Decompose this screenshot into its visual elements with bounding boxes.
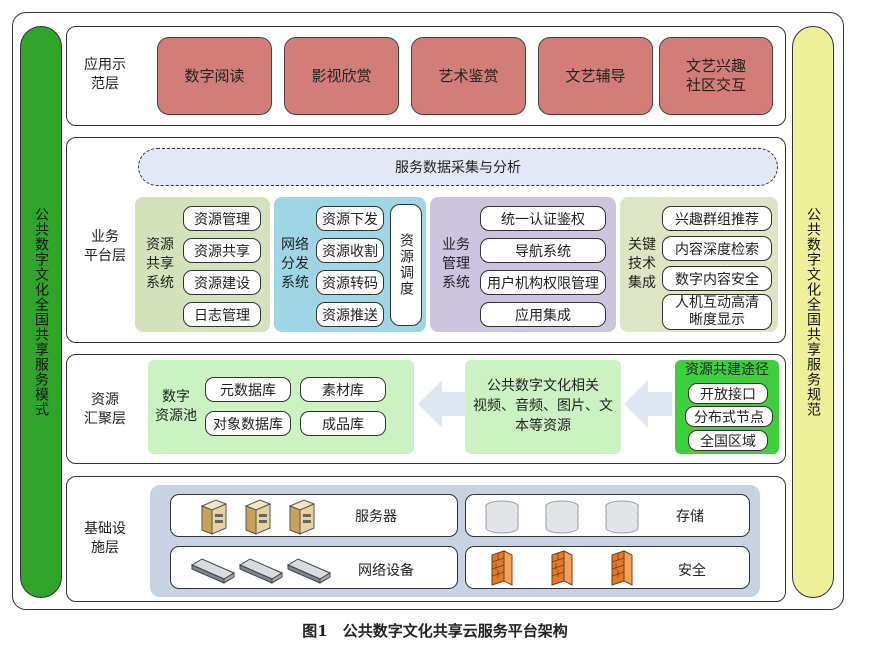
storage-disk-icon [605,500,639,534]
server-icon [288,499,316,535]
service-model-bar: 公共数字文化全国共享服务模式 [20,26,62,598]
pill-permission-management: 用户机构权限管理 [480,270,606,295]
data-analysis-label: 服务数据采集与分析 [395,160,521,176]
key-tech-label: 关键 技术 集成 [628,237,656,291]
pill-unified-auth: 统一认证鉴权 [480,206,606,231]
related-resources-panel [465,360,621,454]
network-label: 网络设备 [358,563,414,579]
app-box-art: 艺术鉴赏 [411,37,526,115]
pill-resource-push: 资源推送 [316,302,384,327]
infra-layer-label: 基础设 施层 [84,521,126,556]
app-box-tutoring: 文艺辅导 [538,37,653,115]
figure-caption: 图1 公共数字文化共享云服务平台架构 [302,622,568,640]
network-switch-icon [238,558,284,584]
storage-disk-icon [485,500,519,534]
data-analysis-banner: 服务数据采集与分析 [138,148,778,186]
pill-metadata-db: 元数据库 [205,377,291,402]
app-box-film: 影视欣赏 [284,37,399,115]
pill-content-security: 数字内容安全 [662,266,772,291]
server-icon [200,499,228,535]
network-icons [190,558,332,584]
related-resources-text: 公共数字文化相关 视频、音频、图片、文 本等资源 [473,378,613,434]
storage-label: 存储 [676,509,704,525]
pill-open-interface: 开放接口 [688,383,768,404]
service-model-label: 公共数字文化全国共享服务模式 [33,207,49,417]
arrow-to-pool [418,378,466,430]
pill-resource-transcode: 资源转码 [316,270,384,295]
pill-deep-search: 内容深度检索 [662,236,772,261]
pill-navigation-system: 导航系统 [480,238,606,263]
pill-resource-building: 资源建设 [183,270,261,295]
firewall-icons [491,550,633,586]
pill-resource-sharing: 资源共享 [183,238,261,263]
security-label: 安全 [678,563,706,579]
firewall-icon [491,550,513,586]
pill-log-management: 日志管理 [183,302,261,327]
resource-scheduling-label: 资源调度 [398,233,414,297]
storage-disk-icon [545,500,579,534]
arrow-to-related [624,378,672,430]
service-standard-label: 公共数字文化全国共享服务规范 [805,207,821,417]
pill-interest-group: 兴趣群组推荐 [662,206,772,231]
app-box-community: 文艺兴趣 社区交互 [659,37,773,115]
pill-resource-scheduling: 资源调度 [390,204,422,326]
server-icons [200,499,316,535]
app-box-reading: 数字阅读 [157,37,272,115]
resource-pool-label: 数字 资源池 [155,389,197,424]
network-distribution-label: 网络 分发 系统 [281,237,309,291]
network-switch-icon [190,558,236,584]
network-switch-icon [286,558,332,584]
resource-pool-panel [148,360,414,454]
business-management-label: 业务 管理 系统 [442,237,470,291]
resource-layer-label: 资源 汇聚层 [84,392,126,427]
pill-app-integration: 应用集成 [480,302,606,327]
firewall-icon [611,550,633,586]
pill-resource-dispatch: 资源下发 [316,206,384,231]
pill-distributed-node: 分布式节点 [685,406,773,427]
business-layer-label: 业务 平台层 [84,229,126,264]
server-label: 服务器 [355,509,397,525]
application-layer-label: 应用示 范层 [84,57,126,92]
pill-national-region: 全国区域 [688,430,768,451]
co-construction-title: 资源共建途径 [685,362,769,378]
pill-resource-harvest: 资源收割 [316,238,384,263]
service-standard-bar: 公共数字文化全国共享服务规范 [792,26,834,598]
pill-hd-display: 人机互动高清 晰度显示 [662,294,772,330]
resource-sharing-label: 资源 共享 系统 [146,237,174,291]
pill-product-lib: 成品库 [300,411,386,436]
server-icon [244,499,272,535]
pill-object-db: 对象数据库 [205,411,291,436]
storage-icons [485,500,639,534]
firewall-icon [551,550,573,586]
pill-material-lib: 素材库 [300,377,386,402]
pill-resource-management: 资源管理 [183,206,261,231]
